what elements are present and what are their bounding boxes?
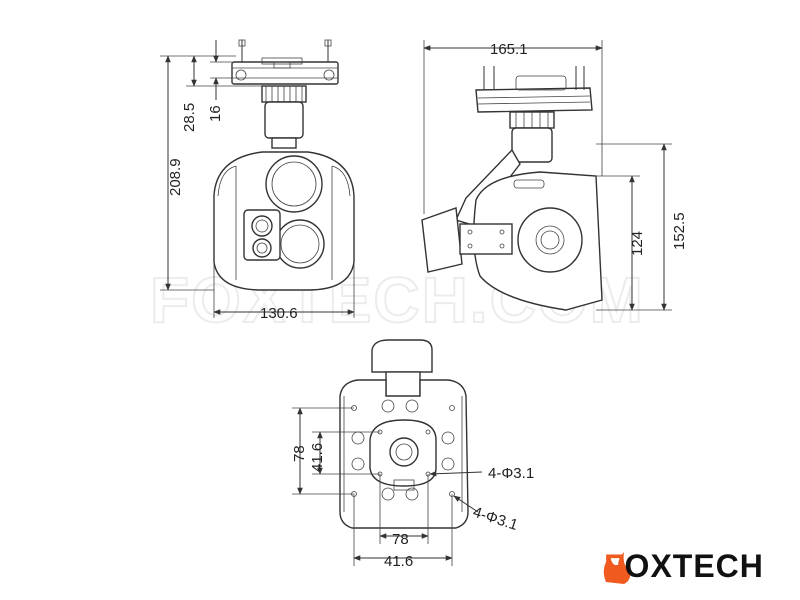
side-camera-body	[421, 171, 603, 311]
callout-holes-inner: 4-Φ3.1	[488, 465, 534, 482]
front-motor	[261, 85, 307, 149]
bottom-dimensions: 78 41.6 41.6 78 4-Φ3.1 4-Φ3.1	[291, 407, 534, 570]
foxtech-logo-icon	[603, 552, 631, 584]
front-view: 208.9 28.5 16 130.6	[160, 39, 355, 322]
side-motor	[509, 111, 555, 163]
dim-bottom-height-outer: 78	[291, 445, 308, 462]
dim-bottom-width-outer: 78	[392, 531, 409, 548]
front-dimensions: 208.9 28.5 16 130.6	[160, 40, 355, 322]
bottom-main-body	[339, 379, 469, 529]
dim-front-width: 130.6	[260, 305, 298, 322]
dim-bottom-height-inner: 41.6	[309, 443, 326, 472]
front-camera-body	[213, 151, 355, 291]
callout-holes-outer: 4-Φ3.1	[471, 504, 520, 534]
side-view: 165.1 152.5 124	[421, 40, 688, 311]
brand-name-rest: OXTECH	[624, 548, 764, 584]
side-dimensions: 165.1 152.5 124	[423, 40, 688, 311]
dim-front-height-upper: 28.5	[181, 103, 198, 132]
dim-front-height-mount: 16	[207, 105, 224, 122]
dim-side-width: 165.1	[490, 41, 528, 58]
dim-bottom-width-inner: 41.6	[384, 553, 413, 570]
dim-side-height-body: 152.5	[671, 212, 688, 250]
front-mount-plate	[231, 39, 339, 85]
brand-logo: FOXTECH	[604, 548, 764, 585]
bottom-view: 78 41.6 41.6 78 4-Φ3.1 4-Φ3.1	[291, 339, 534, 570]
side-mount-plate	[475, 66, 593, 113]
dim-front-height-total: 208.9	[167, 158, 184, 196]
dim-side-height-lower: 124	[629, 231, 646, 256]
brand-first-letter: F	[604, 548, 625, 584]
